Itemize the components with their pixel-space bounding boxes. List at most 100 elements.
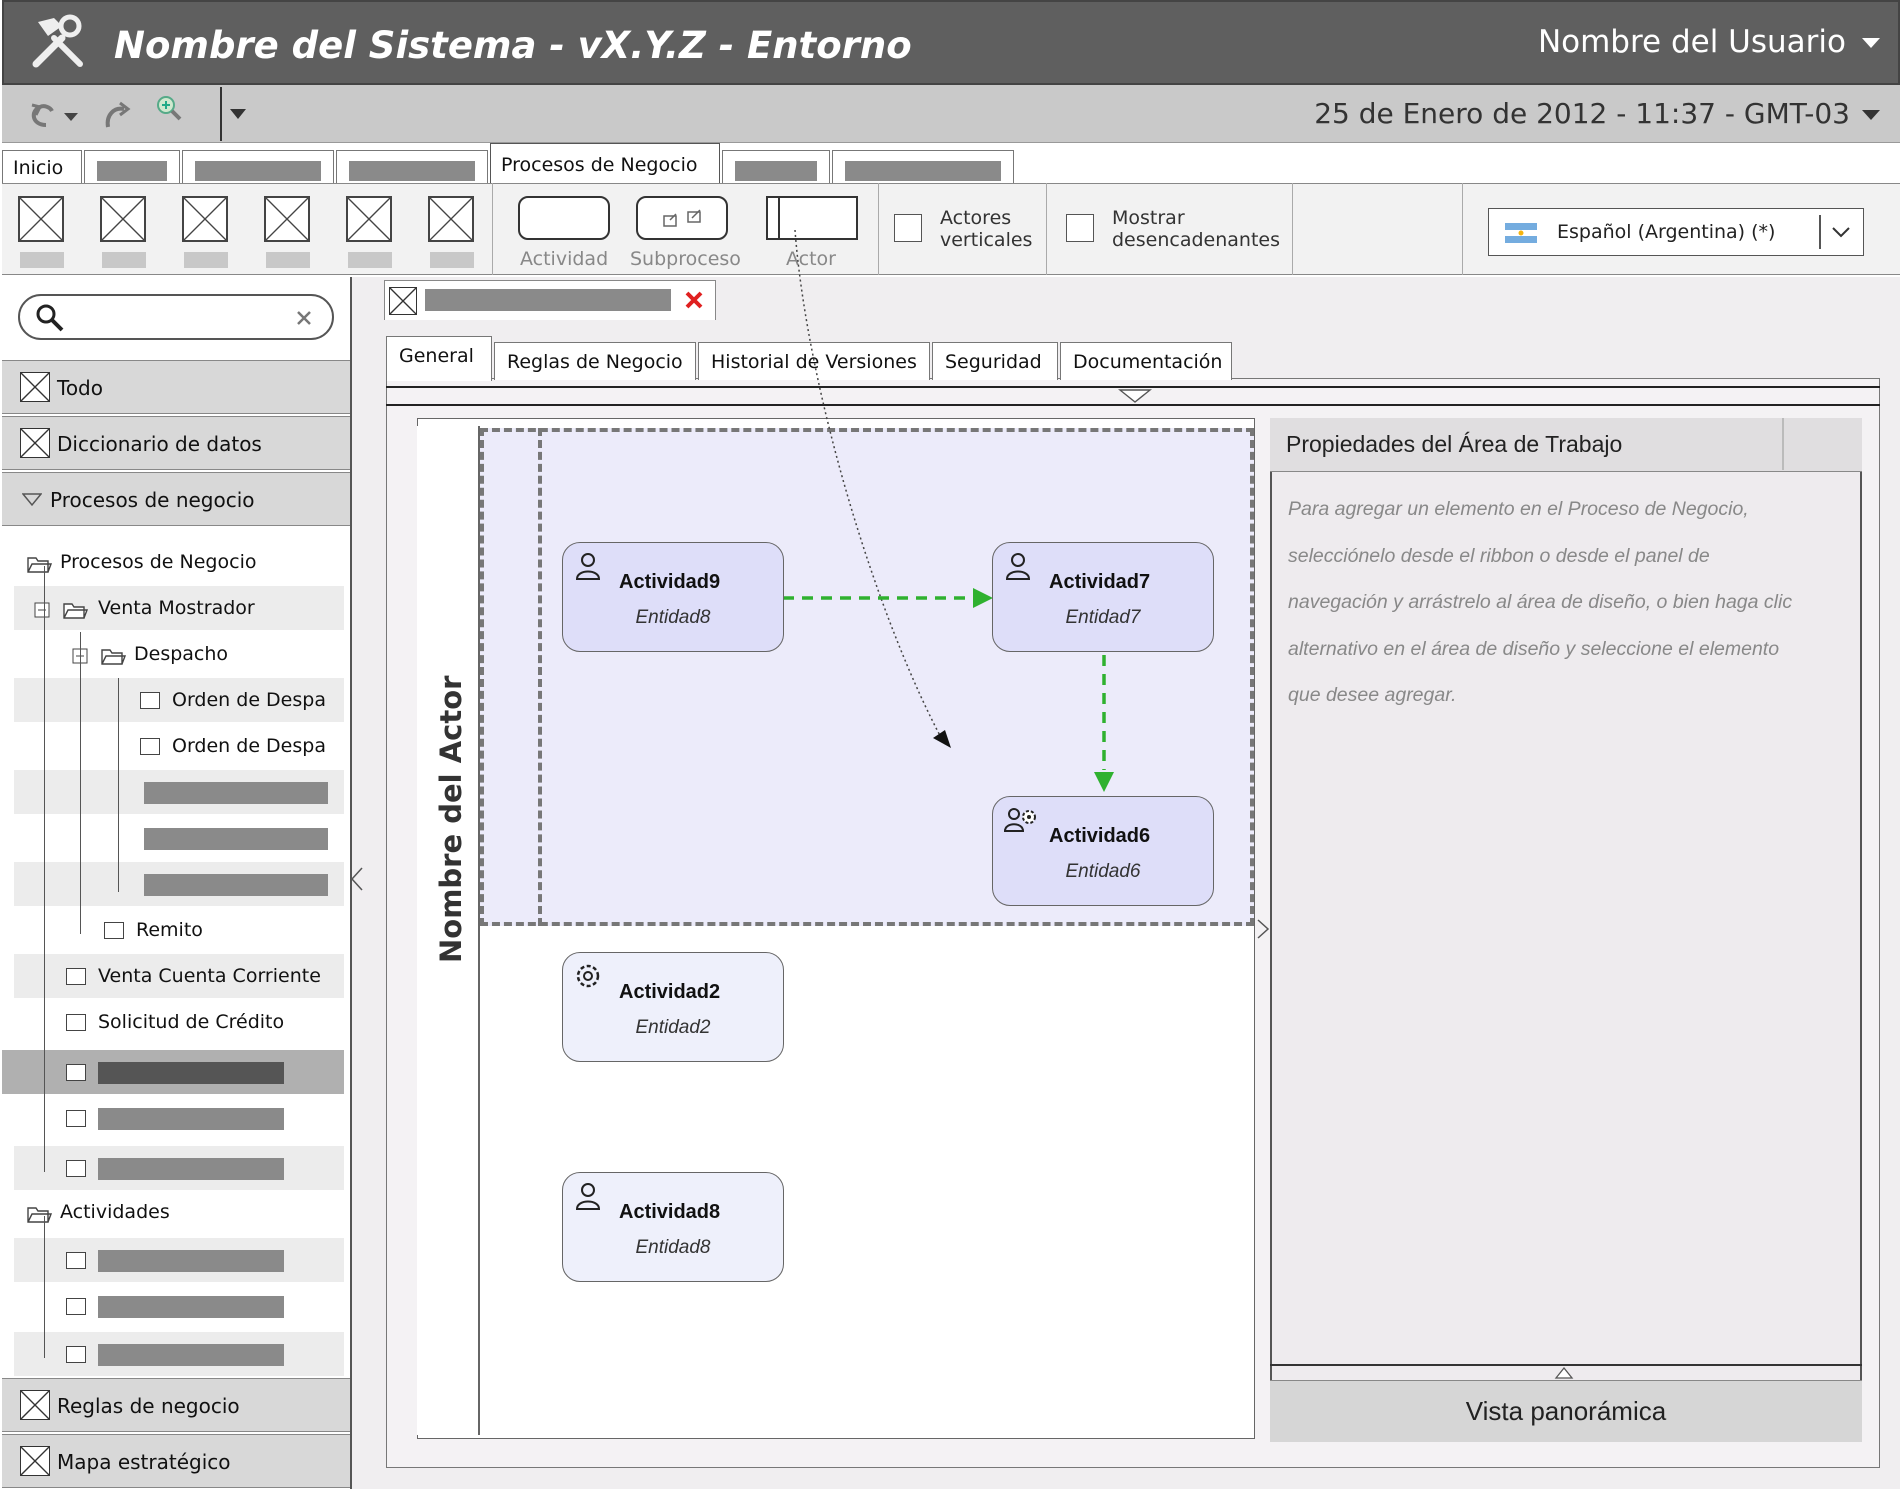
panorama-view[interactable]: Vista panorámica xyxy=(1270,1380,1862,1442)
activity-entity: Entidad8 xyxy=(635,1237,711,1258)
tree-node-label: Venta Cuenta Corriente xyxy=(98,965,321,987)
redo-icon[interactable] xyxy=(100,99,136,131)
section-business-processes-label: Procesos de negocio xyxy=(50,488,255,512)
expand-up-icon[interactable] xyxy=(1554,1366,1574,1380)
process-icon xyxy=(140,692,160,709)
tree-node-placeholder[interactable] xyxy=(14,1238,344,1282)
section-strategy-map[interactable]: Mapa estratégico xyxy=(2,1434,350,1488)
actor-lane-header[interactable]: Nombre del Actor xyxy=(417,426,480,1435)
tree-node-procesos-de-negocio[interactable]: Procesos de Negocio xyxy=(14,540,344,584)
tab-placeholder-1[interactable] xyxy=(84,150,180,184)
customize-toolbar-caret-icon[interactable] xyxy=(230,109,246,119)
tab-placeholder-2[interactable] xyxy=(182,150,334,184)
collapse-left-panel-icon[interactable] xyxy=(350,866,364,892)
tree-node-despacho[interactable]: Despacho xyxy=(14,632,344,676)
clear-search-icon[interactable] xyxy=(296,310,312,326)
tree-node-venta-cuenta-corriente[interactable]: Venta Cuenta Corriente xyxy=(14,954,344,998)
activity-actividad7[interactable]: Actividad7 Entidad7 xyxy=(992,542,1214,652)
tab-inicio[interactable]: Inicio xyxy=(2,150,82,184)
user-menu-caret-icon[interactable] xyxy=(1862,38,1880,48)
user-icon xyxy=(1005,553,1031,580)
redacted-label xyxy=(98,1108,284,1130)
tree-node-solicitud-de-credito[interactable]: Solicitud de Crédito xyxy=(14,1000,344,1044)
placeholder-icon[interactable] xyxy=(182,196,228,242)
expand-right-icon[interactable] xyxy=(1256,918,1270,940)
tab-procesos-de-negocio[interactable]: Procesos de Negocio xyxy=(490,143,720,185)
activity-actividad6[interactable]: Actividad6 Entidad6 xyxy=(992,796,1214,906)
tab-placeholder-4[interactable] xyxy=(722,150,830,184)
help-line: que desee agregar. xyxy=(1288,684,1457,706)
placeholder-icon[interactable] xyxy=(264,196,310,242)
activity-name: Actividad6 xyxy=(1049,825,1151,847)
undo-icon[interactable] xyxy=(22,99,82,131)
lane-inner-divider xyxy=(538,428,542,926)
actor-shape-button[interactable] xyxy=(766,196,858,240)
placeholder-icon[interactable] xyxy=(100,196,146,242)
close-icon[interactable] xyxy=(683,289,705,311)
show-triggers-checkbox[interactable] xyxy=(1066,214,1094,242)
search-input[interactable] xyxy=(18,294,334,340)
tree-node-placeholder[interactable] xyxy=(14,770,344,814)
placeholder-label xyxy=(266,252,310,268)
ribbon-separator xyxy=(1292,183,1293,275)
tab-placeholder-5[interactable] xyxy=(832,150,1014,184)
tree-node-venta-mostrador[interactable]: Venta Mostrador xyxy=(14,586,344,630)
section-data-dictionary[interactable]: Diccionario de datos xyxy=(2,416,350,470)
panorama-splitter[interactable] xyxy=(1270,1364,1862,1366)
show-triggers-label: Mostrar desencadenantes xyxy=(1112,207,1280,251)
tab-seguridad[interactable]: Seguridad xyxy=(932,342,1058,380)
tree-node-actividades[interactable]: Actividades xyxy=(14,1190,344,1234)
argentina-flag-icon xyxy=(1505,223,1537,243)
tree-node-selected[interactable] xyxy=(2,1050,344,1094)
language-select[interactable]: Español (Argentina) (*) xyxy=(1488,208,1864,256)
tree-node-placeholder[interactable] xyxy=(14,816,344,860)
tab-historial-label: Historial de Versiones xyxy=(711,351,917,373)
section-business-processes[interactable]: Procesos de negocio xyxy=(2,472,350,526)
section-business-rules[interactable]: Reglas de negocio xyxy=(2,1378,350,1432)
tree-node-placeholder[interactable] xyxy=(14,862,344,906)
tree-node-orden-1[interactable]: Orden de Despa xyxy=(14,678,344,722)
subprocess-shape-button[interactable] xyxy=(636,196,728,240)
tree-node-placeholder[interactable] xyxy=(14,1284,344,1328)
tree-node-remito[interactable]: Remito xyxy=(14,908,344,952)
tree-node-placeholder[interactable] xyxy=(14,1146,344,1190)
vertical-actors-checkbox[interactable] xyxy=(894,214,922,242)
activity-actividad8[interactable]: Actividad8 Entidad8 xyxy=(562,1172,784,1282)
tab-procesos-label: Procesos de Negocio xyxy=(501,154,698,176)
tab-documentacion-label: Documentación xyxy=(1073,351,1223,373)
zoom-add-icon[interactable] xyxy=(152,93,186,125)
tree-node-placeholder[interactable] xyxy=(14,1332,344,1376)
tab-historial-de-versiones[interactable]: Historial de Versiones xyxy=(698,342,930,380)
collapse-toggle-icon[interactable] xyxy=(1118,388,1152,404)
placeholder-icon[interactable] xyxy=(346,196,392,242)
placeholder-icon[interactable] xyxy=(18,196,64,242)
date-time[interactable]: 25 de Enero de 2012 - 11:37 - GMT-03 xyxy=(1314,97,1850,130)
activity-actividad9[interactable]: Actividad9 Entidad8 xyxy=(562,542,784,652)
tab-placeholder-bar xyxy=(349,161,475,181)
tab-placeholder-3[interactable] xyxy=(336,150,488,184)
tab-reglas-de-negocio[interactable]: Reglas de Negocio xyxy=(494,342,696,380)
placeholder-icon[interactable] xyxy=(428,196,474,242)
activity-shape-button[interactable] xyxy=(518,196,610,240)
chevron-down-icon[interactable] xyxy=(1831,225,1851,239)
placeholder-label xyxy=(430,252,474,268)
date-caret-icon[interactable] xyxy=(1862,110,1880,120)
tree-node-placeholder[interactable] xyxy=(14,1096,344,1140)
tree-node-label: Actividades xyxy=(60,1201,170,1223)
process-icon xyxy=(66,1298,86,1315)
title-bar: Nombre del Sistema - vX.Y.Z - Entorno No… xyxy=(2,0,1900,85)
tab-documentacion[interactable]: Documentación xyxy=(1060,342,1232,380)
user-menu[interactable]: Nombre del Usuario xyxy=(1537,24,1846,60)
search-icon xyxy=(36,304,64,332)
tree-node-label: Procesos de Negocio xyxy=(60,551,257,573)
subprocess-icon xyxy=(663,209,701,227)
tree-node-orden-2[interactable]: Orden de Despa xyxy=(14,724,344,768)
activity-actividad2[interactable]: Actividad2 Entidad2 xyxy=(562,952,784,1062)
tab-general[interactable]: General xyxy=(386,336,492,381)
collapse-minus-icon[interactable] xyxy=(34,602,50,618)
activity-name: Actividad2 xyxy=(619,981,721,1003)
document-tab[interactable] xyxy=(384,280,716,320)
quick-toolbar: 25 de Enero de 2012 - 11:37 - GMT-03 xyxy=(2,85,1900,143)
ribbon-separator xyxy=(1462,183,1463,275)
section-todo[interactable]: Todo xyxy=(2,360,350,414)
